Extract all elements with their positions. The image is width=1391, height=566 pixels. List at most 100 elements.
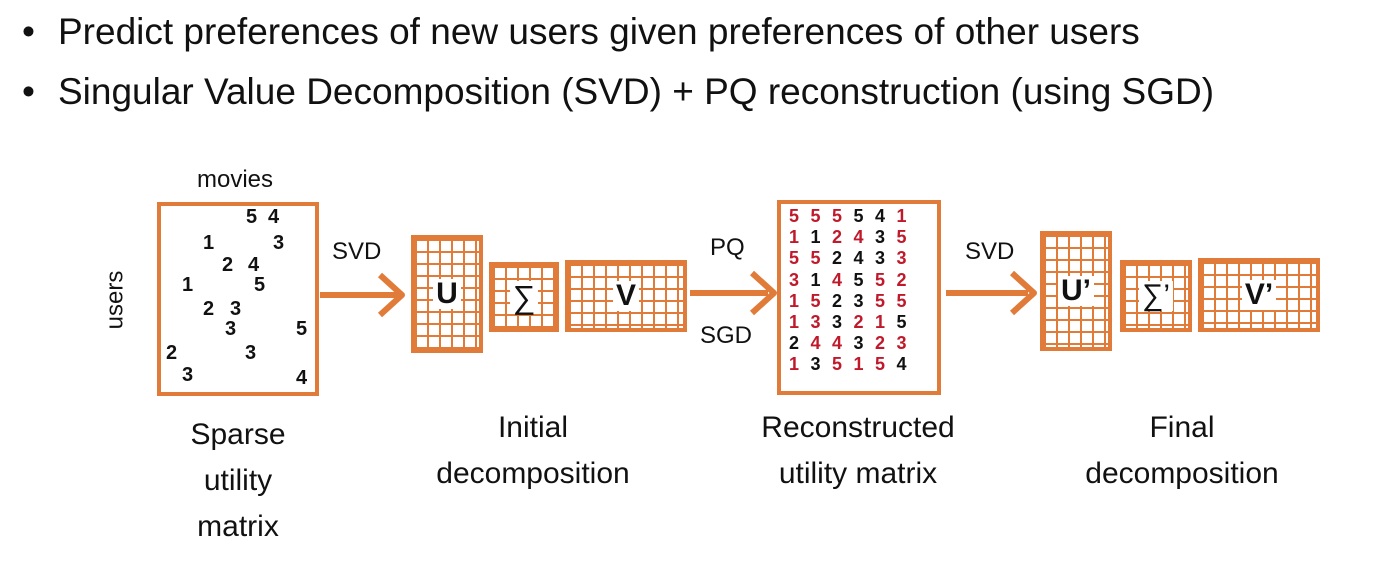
reconstructed-entry: 2 [832, 248, 843, 269]
movies-label: movies [197, 166, 274, 193]
bullet-item: • Singular Value Decomposition (SVD) + PQ… [22, 68, 1214, 116]
u-prime-label: U’ [1058, 276, 1094, 306]
reconstructed-entry: 1 [789, 312, 800, 332]
matrix-entry: 5 [246, 206, 258, 228]
caption-line: decomposition [436, 457, 630, 490]
reconstructed-entry: 3 [853, 333, 864, 354]
reconstructed-entry: 4 [810, 333, 821, 354]
bullet-dot: • [22, 71, 35, 112]
matrix-entry: 2 [222, 254, 234, 276]
u-matrix-label: U [411, 235, 483, 353]
v-label: V [612, 281, 639, 311]
reconstructed-entry: 1 [853, 354, 864, 375]
matrix-entry: 3 [225, 318, 237, 340]
arrow-svd-1 [320, 272, 405, 318]
users-label: users [101, 270, 129, 330]
matrix-entry: 5 [296, 318, 308, 340]
reconstructed-matrix [777, 200, 941, 395]
sigma-matrix-label: ∑ [489, 262, 559, 332]
reconstructed-entry: 2 [896, 269, 907, 290]
matrix-entry: 1 [182, 274, 194, 296]
initial-caption: Initial decomposition [420, 405, 646, 497]
sigma-prime-label: ∑’ [1138, 281, 1174, 311]
caption-line: Initial [497, 411, 569, 444]
reconstructed-entry: 1 [875, 312, 886, 332]
u-prime-matrix-label: U’ [1040, 231, 1112, 351]
reconstructed-entry: 4 [853, 248, 864, 269]
reconstructed-entry: 5 [853, 206, 864, 226]
matrix-entry: 5 [254, 274, 266, 296]
caption-line: Reconstructed [761, 411, 955, 444]
reconstructed-entry: 5 [810, 248, 821, 269]
reconstructed-entry: 2 [832, 290, 843, 311]
reconstructed-caption: Reconstructed utility matrix [748, 405, 968, 497]
reconstructed-entry: 5 [810, 290, 821, 311]
reconstructed-entry: 4 [875, 206, 886, 226]
caption-line: utility [203, 464, 273, 497]
caption-line: matrix [197, 510, 279, 543]
caption-line: utility matrix [778, 457, 938, 490]
v-prime-matrix-label: V’ [1198, 258, 1320, 332]
matrix-entry: 3 [230, 298, 242, 320]
reconstructed-entry: 2 [853, 312, 864, 332]
reconstructed-entry: 1 [896, 206, 907, 226]
v-prime-label: V’ [1241, 280, 1277, 310]
caption-line: Sparse [190, 418, 286, 451]
reconstructed-entry: 5 [810, 206, 821, 226]
bullet-text: Predict preferences of new users given p… [58, 11, 1140, 52]
sparse-caption: Sparse utility matrix [158, 412, 318, 550]
reconstructed-entry: 1 [789, 354, 800, 375]
reconstructed-entry: 5 [875, 354, 886, 375]
reconstructed-entry: 3 [853, 290, 864, 311]
matrix-entry: 2 [203, 298, 215, 320]
reconstructed-entry: 1 [789, 290, 800, 311]
bullet-text: Singular Value Decomposition (SVD) + PQ … [58, 71, 1215, 112]
final-caption: Final decomposition [1062, 405, 1302, 497]
u-label: U [433, 279, 461, 309]
matrix-entry: 4 [268, 206, 280, 228]
matrix-entry: 1 [203, 232, 215, 254]
reconstructed-entry: 1 [810, 269, 821, 290]
reconstructed-entry: 5 [875, 290, 886, 311]
reconstructed-entry: 2 [832, 227, 843, 248]
reconstructed-entry: 5 [832, 206, 843, 226]
svd-label-1: SVD [332, 238, 382, 265]
reconstructed-entry: 5 [789, 206, 800, 226]
reconstructed-entry: 3 [896, 333, 907, 354]
reconstructed-entry: 3 [875, 248, 886, 269]
sparse-matrix [157, 202, 319, 396]
v-matrix-label: V [565, 260, 687, 332]
arrow-svd-2 [946, 270, 1037, 316]
reconstructed-entry: 5 [896, 290, 907, 311]
reconstructed-entry: 5 [875, 269, 886, 290]
svd-label-2: SVD [965, 238, 1015, 265]
caption-line: Final [1149, 411, 1215, 444]
reconstructed-entry: 3 [810, 354, 821, 375]
reconstructed-entry: 3 [789, 269, 800, 290]
arrow-pq-sgd [690, 270, 777, 316]
sigma-label: ∑ [509, 281, 539, 313]
reconstructed-entry: 1 [810, 227, 821, 248]
caption-line: decomposition [1085, 457, 1279, 490]
reconstructed-entry: 1 [789, 227, 800, 248]
reconstructed-entry: 4 [853, 227, 864, 248]
matrix-entry: 3 [182, 364, 194, 386]
matrix-entry: 3 [245, 342, 257, 364]
reconstructed-entry: 5 [896, 312, 907, 332]
reconstructed-entry: 3 [875, 227, 886, 248]
pq-label: PQ [710, 234, 745, 261]
matrix-entry: 3 [273, 232, 285, 254]
matrix-entry: 2 [166, 342, 178, 364]
bullet-dot: • [22, 11, 35, 52]
matrix-entry: 4 [296, 367, 308, 389]
reconstructed-entry: 3 [810, 312, 821, 332]
reconstructed-entry: 2 [875, 333, 886, 354]
reconstructed-entry: 5 [832, 354, 843, 375]
reconstructed-entry: 2 [789, 333, 800, 354]
reconstructed-entry: 4 [896, 354, 907, 375]
reconstructed-entry: 3 [896, 248, 907, 269]
bullet-item: • Predict preferences of new users given … [22, 8, 1140, 56]
sgd-label: SGD [700, 322, 753, 349]
